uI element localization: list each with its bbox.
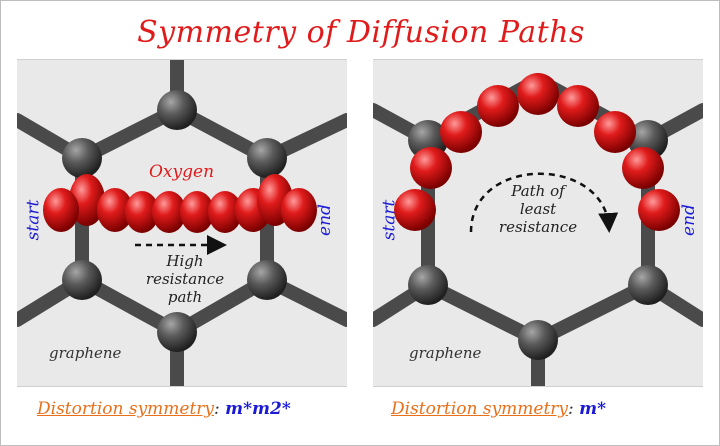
oxygen-atoms (43, 174, 317, 233)
left-molecule-illustration (17, 60, 347, 386)
right-footer: Distortion symmetry: m* (391, 399, 606, 419)
right-end-label: end (678, 204, 699, 236)
right-footer-colon: : (568, 399, 574, 419)
left-note-line-1: High (166, 252, 204, 270)
right-note-line-3: resistance (498, 218, 578, 236)
figure-title: Symmetry of Diffusion Paths (137, 15, 585, 50)
left-footer-colon: : (214, 399, 220, 419)
left-footer-key: Distortion symmetry (37, 399, 215, 419)
right-panel: start end Path of least resistance graph… (373, 59, 703, 387)
left-footer: Distortion symmetry: m*m2* (37, 399, 291, 419)
right-footer-key: Distortion symmetry (391, 399, 569, 419)
left-start-label: start (23, 199, 44, 241)
oxygen-atoms (394, 73, 680, 231)
left-end-label: end (314, 204, 335, 236)
right-note-line-2: least (519, 200, 557, 218)
left-panel: Oxygen start end High resistance path gr… (17, 59, 347, 387)
left-note-line-3: path (167, 288, 203, 306)
right-note-line-1: Path of (511, 182, 565, 200)
right-start-label: start (379, 199, 400, 241)
left-path-note: High resistance path (135, 252, 235, 306)
left-graphene-label: graphene (49, 344, 122, 362)
left-footer-symbol: m*m2* (225, 399, 291, 419)
right-graphene-label: graphene (409, 344, 482, 362)
right-path-note: Path of least resistance (483, 182, 593, 236)
oxygen-label: Oxygen (149, 162, 215, 182)
right-path-arrow (469, 172, 619, 233)
right-footer-symbol: m* (579, 399, 607, 419)
left-note-line-2: resistance (145, 270, 225, 288)
carbon-atoms (62, 90, 287, 352)
right-molecule-illustration (373, 73, 703, 386)
